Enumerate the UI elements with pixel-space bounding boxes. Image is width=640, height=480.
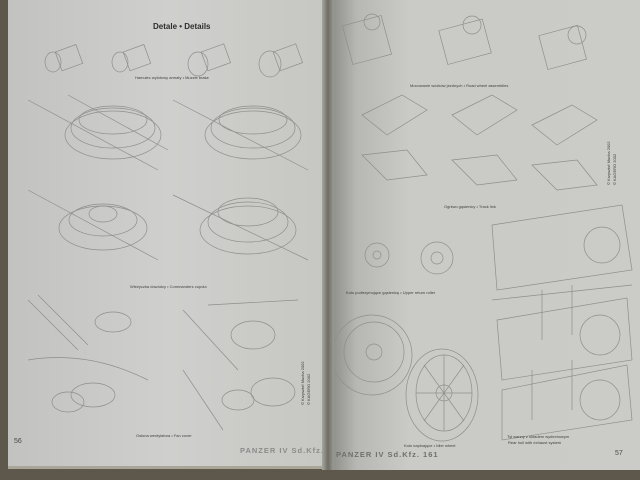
return-roller-drawings: [364, 241, 454, 275]
running-footer: PANZER IV Sd.Kfz. 161: [240, 446, 343, 455]
idler-wheel-drawings: [332, 314, 479, 442]
page-title: Detale • Details: [153, 22, 211, 31]
technical-drawings-right: [332, 13, 633, 442]
muzzle-brake-drawings: [44, 43, 304, 78]
page-number: 56: [14, 438, 22, 445]
technical-drawings-left: [27, 43, 309, 431]
caption-rear-hull-pl: Tył wanny z układem wydechowym: [507, 434, 570, 439]
caption-idler-wheel: Koło napinające • Idler wheel: [404, 443, 456, 448]
rear-hull-drawings: [491, 204, 633, 441]
right-page: Mocowanie wózków jezdnych • Road wheel a…: [332, 0, 640, 470]
road-wheel-drawings: [342, 13, 587, 70]
copyright-author: © Krzysztof Mucha 2002: [300, 361, 305, 405]
page-number: 57: [615, 450, 623, 457]
copyright-publisher: © KAGERO 2002: [306, 373, 311, 405]
fan-cover-drawings: [27, 294, 299, 431]
caption-track-link: Ogniwo gąsienicy • Track link: [444, 204, 496, 209]
cupola-drawings: [27, 94, 309, 261]
caption-road-wheel-assemblies: Mocowanie wózków jezdnych • Road wheel a…: [410, 83, 509, 88]
left-page: Detale • Details Hamulec wylotowy armaty…: [8, 0, 342, 469]
track-link-drawings: [361, 94, 598, 191]
book-gutter: [322, 0, 334, 470]
caption-fan-cover: Osłona wentylatora • Fan cover: [136, 433, 192, 438]
copyright-author: © Krzysztof Mucha 2002: [606, 141, 611, 185]
copyright-publisher: © KAGERO 2002: [612, 153, 617, 185]
caption-upper-return-roller: Koło podtrzymujące gąsienicę • Upper ret…: [346, 290, 436, 295]
running-footer: PANZER IV Sd.Kfz. 161: [336, 450, 439, 459]
caption-commanders-cupola: Wieżyczka dowódcy • Commanders cupola: [130, 284, 207, 289]
caption-muzzle-brake: Hamulec wylotowy armaty • Muzzle brake: [135, 75, 209, 80]
caption-rear-hull-en: Rear hull with exhaust system: [508, 440, 562, 445]
